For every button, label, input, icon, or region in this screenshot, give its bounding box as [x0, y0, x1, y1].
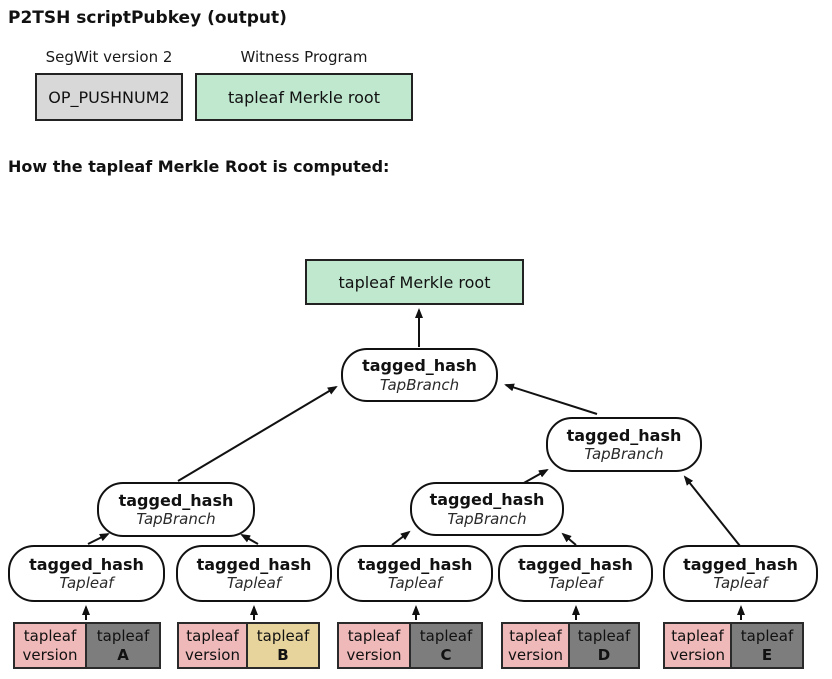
tapleaf-script-cell: tapleaf E — [730, 622, 804, 669]
cell-text: version — [185, 645, 240, 664]
node-title: tagged_hash — [118, 490, 234, 510]
cell-text: tapleaf — [256, 626, 310, 645]
node-title: tagged_hash — [518, 554, 633, 574]
cell-text: version — [22, 645, 78, 664]
node-subtitle: Tapleaf — [387, 574, 443, 593]
cell-text: tapleaf — [419, 626, 473, 645]
tapleaf-node-b: tagged_hash Tapleaf — [176, 545, 332, 602]
witness-program-label: Witness Program — [240, 48, 368, 66]
node-title: tagged_hash — [683, 554, 798, 574]
tapleaf-script-cell: tapleaf C — [409, 622, 483, 669]
node-title: tagged_hash — [29, 554, 144, 574]
node-subtitle: TapBranch — [136, 510, 216, 529]
node-subtitle: TapBranch — [584, 445, 664, 464]
leaf-letter: E — [761, 645, 773, 664]
cell-text: tapleaf — [96, 626, 150, 645]
tapbranch-node-left: tagged_hash TapBranch — [97, 482, 255, 537]
witness-program-box: tapleaf Merkle root — [195, 73, 413, 121]
node-subtitle: Tapleaf — [548, 574, 603, 593]
tapleaf-node-a: tagged_hash Tapleaf — [8, 545, 165, 602]
tapbranch-node-middle: tagged_hash TapBranch — [410, 482, 564, 536]
tapbranch-node-right: tagged_hash TapBranch — [546, 417, 702, 472]
tapbranch-node-root: tagged_hash TapBranch — [341, 348, 498, 402]
tapleaf-version-cell: tapleaf version — [177, 622, 248, 669]
leaf-letter: C — [440, 645, 452, 664]
segwit-version-box: OP_PUSHNUM2 — [35, 73, 183, 121]
cell-text: tapleaf — [347, 626, 401, 645]
leaf-letter: D — [597, 645, 611, 664]
segwit-version-label: SegWit version 2 — [45, 48, 173, 66]
cell-text: tapleaf — [509, 626, 562, 645]
leaf-pair-d: tapleaf version tapleaf D — [501, 622, 640, 669]
cell-text: version — [346, 645, 402, 664]
tapleaf-node-e: tagged_hash Tapleaf — [663, 545, 818, 602]
page-title: P2TSH scriptPubkey (output) — [8, 8, 287, 28]
node-subtitle: Tapleaf — [59, 574, 114, 593]
cell-text: tapleaf — [577, 626, 631, 645]
tapleaf-version-cell: tapleaf version — [13, 622, 87, 669]
tapleaf-version-cell: tapleaf version — [663, 622, 732, 669]
cell-text: tapleaf — [671, 626, 724, 645]
cell-text: tapleaf — [740, 626, 794, 645]
section-title: How the tapleaf Merkle Root is computed: — [8, 157, 390, 176]
leaf-pair-b: tapleaf version tapleaf B — [177, 622, 320, 669]
node-subtitle: TapBranch — [379, 375, 460, 394]
node-title: tagged_hash — [566, 425, 682, 445]
node-subtitle: Tapleaf — [713, 574, 768, 593]
leaf-letter: A — [117, 645, 129, 664]
leaf-pair-e: tapleaf version tapleaf E — [663, 622, 804, 669]
node-subtitle: Tapleaf — [226, 574, 282, 593]
node-subtitle: TapBranch — [447, 509, 527, 528]
leaf-pair-a: tapleaf version tapleaf A — [13, 622, 161, 669]
tapleaf-version-cell: tapleaf version — [501, 622, 570, 669]
leaf-pair-c: tapleaf version tapleaf C — [337, 622, 483, 669]
node-title: tagged_hash — [196, 554, 312, 574]
tapleaf-script-cell: tapleaf D — [568, 622, 640, 669]
cell-text: tapleaf — [186, 626, 239, 645]
node-title: tagged_hash — [429, 490, 545, 510]
node-title: tagged_hash — [357, 554, 473, 574]
tapleaf-version-cell: tapleaf version — [337, 622, 411, 669]
node-title: tagged_hash — [362, 356, 477, 376]
tapleaf-node-d: tagged_hash Tapleaf — [498, 545, 653, 602]
cell-text: tapleaf — [23, 626, 77, 645]
tapleaf-node-c: tagged_hash Tapleaf — [337, 545, 493, 602]
leaf-letter: B — [277, 645, 289, 664]
cell-text: version — [670, 645, 725, 664]
cell-text: version — [508, 645, 563, 664]
merkle-root-box: tapleaf Merkle root — [305, 259, 524, 305]
tapleaf-script-cell: tapleaf B — [246, 622, 320, 669]
tapleaf-script-cell: tapleaf A — [85, 622, 161, 669]
